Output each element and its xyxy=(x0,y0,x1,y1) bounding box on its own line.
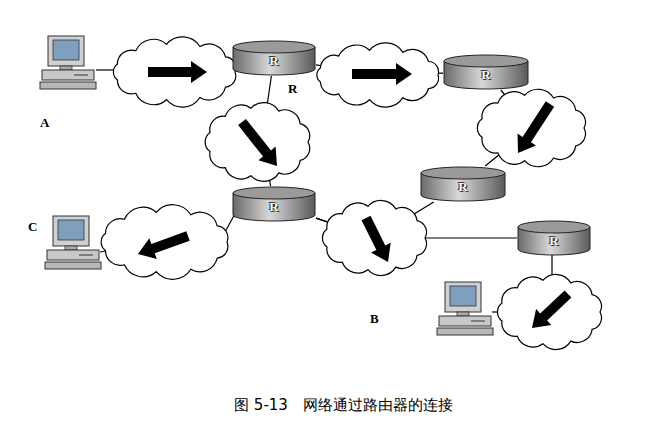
router-label: R xyxy=(481,67,490,83)
host-label: B xyxy=(370,311,379,327)
flow-arrow xyxy=(532,290,571,328)
network-cloud xyxy=(477,89,585,166)
router-label: R xyxy=(269,53,278,69)
flow-arrow xyxy=(238,119,277,166)
network-cloud xyxy=(497,274,601,349)
figure-caption: 图 5-13 网络通过路由器的连接 xyxy=(234,396,453,415)
router-label: R xyxy=(549,233,558,249)
router-cylinder: R xyxy=(420,166,506,202)
network-cloud xyxy=(322,200,426,275)
host-label: A xyxy=(40,115,49,131)
flow-arrow xyxy=(148,61,207,83)
router-cylinder: R xyxy=(517,220,591,256)
network-cloud xyxy=(113,37,235,107)
flow-arrow xyxy=(352,63,412,85)
router-cylinder: R xyxy=(443,54,529,90)
flow-arrow xyxy=(138,231,190,259)
computer-icon xyxy=(45,216,101,269)
computer-icon xyxy=(437,282,493,335)
router-label: R xyxy=(458,179,467,195)
router-cylinder: R xyxy=(232,186,316,222)
network-cloud xyxy=(205,103,310,182)
router-cylinder: R xyxy=(232,40,316,76)
router-label: R xyxy=(269,199,278,215)
flow-arrow xyxy=(518,101,555,153)
host-label: C xyxy=(28,219,37,235)
flow-arrow xyxy=(362,216,391,262)
network-cloud xyxy=(317,43,439,107)
host-label: R xyxy=(288,81,297,97)
computer-icon xyxy=(40,36,96,89)
network-cloud xyxy=(101,205,228,280)
